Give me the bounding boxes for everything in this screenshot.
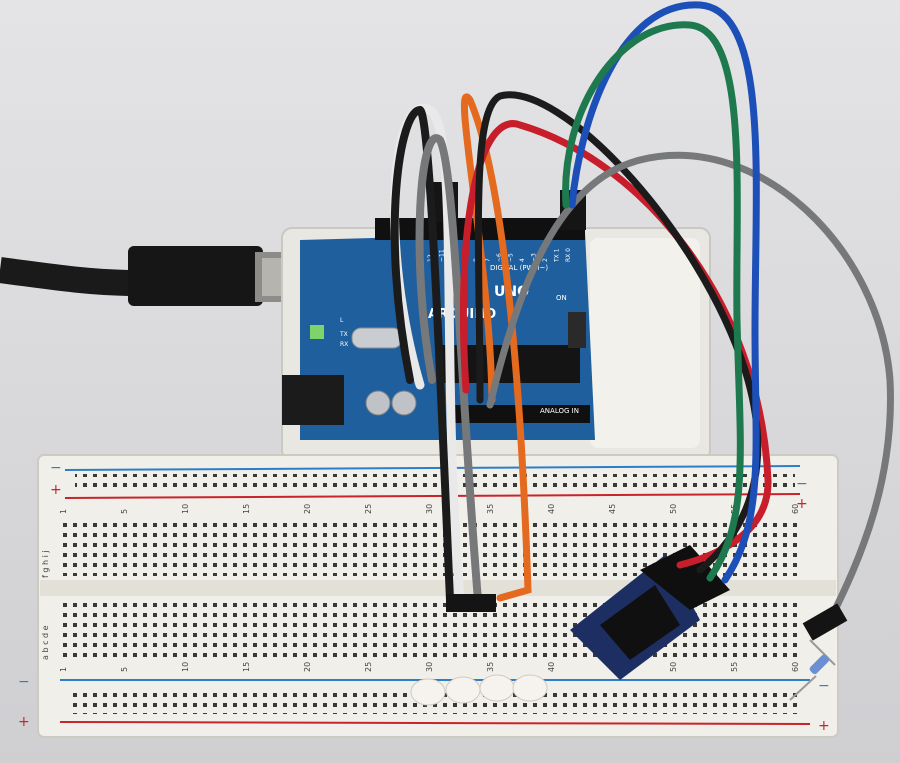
rail-minus-sign: −	[18, 674, 30, 690]
resistor	[789, 639, 836, 701]
pin-label: ~6	[496, 253, 503, 262]
dupont-connector	[446, 594, 496, 612]
icsp-header	[568, 312, 586, 348]
column-number: 10	[181, 662, 190, 672]
rail-minus-sign: −	[50, 460, 62, 476]
power-led	[310, 325, 324, 339]
column-number: 1	[59, 667, 68, 672]
wire-red	[459, 120, 772, 569]
rail-minus-sign: −	[796, 476, 808, 492]
led	[479, 674, 515, 702]
led	[512, 674, 548, 702]
column-number: 50	[669, 662, 678, 672]
column-number: 40	[547, 662, 556, 672]
column-number: 60	[791, 504, 800, 514]
analog-header-label: ANALOG IN	[540, 407, 579, 415]
wire-green	[562, 21, 744, 582]
rail-minus-sign: −	[818, 678, 830, 694]
bluetooth-module	[570, 545, 730, 680]
tx-label: TX	[339, 331, 348, 338]
wire-gray	[486, 151, 894, 624]
rail-plus-sign: +	[18, 714, 30, 730]
column-number: 30	[425, 504, 434, 514]
column-number: 25	[364, 662, 373, 672]
pin-label: 7	[485, 258, 492, 262]
column-number: 15	[242, 504, 251, 514]
module-header	[640, 545, 730, 610]
column-number: 25	[364, 504, 373, 514]
power-jack	[282, 375, 344, 425]
column-number: 50	[669, 504, 678, 514]
rail-plus-sign: +	[818, 718, 830, 734]
capacitor	[391, 390, 417, 416]
dupont-connector	[802, 603, 848, 641]
column-number: 30	[425, 662, 434, 672]
column-number: 35	[486, 662, 495, 672]
digital-header-label: DIGITAL (PWM~)	[490, 264, 548, 272]
column-number: 15	[242, 662, 251, 672]
pin-label: 2	[542, 258, 549, 262]
column-number: 5	[120, 667, 129, 672]
wire-black	[390, 105, 454, 604]
column-number: 60	[791, 662, 800, 672]
rx-label: RX	[340, 341, 348, 348]
pin-label: ~11	[439, 249, 446, 262]
pin-label: ~5	[508, 253, 515, 262]
row-letters-bottom: a b c d e	[41, 625, 50, 660]
pin-label: TX 1	[554, 248, 561, 263]
l-label: L	[340, 317, 344, 324]
crystal	[351, 327, 403, 349]
column-number: 55	[730, 662, 739, 672]
jumper-wires	[390, 1, 894, 624]
on-label: ON	[556, 294, 567, 302]
led	[445, 676, 481, 704]
column-number: 10	[181, 504, 190, 514]
rail-plus-sign: +	[796, 496, 808, 512]
capacitor	[365, 390, 391, 416]
column-number: 20	[303, 504, 312, 514]
column-number: 5	[120, 509, 129, 514]
led	[410, 678, 446, 706]
column-number: 40	[547, 504, 556, 514]
column-number: 45	[608, 504, 617, 514]
wire-blue	[568, 1, 760, 584]
column-number: 20	[303, 662, 312, 672]
pin-label: ~3	[531, 253, 538, 262]
column-number: 35	[486, 504, 495, 514]
row-letters-top: f g h i j	[41, 550, 50, 578]
column-number: 1	[59, 509, 68, 514]
wire-gray	[415, 134, 482, 604]
pin-label: 4	[519, 258, 526, 262]
rail-plus-sign: +	[50, 482, 62, 498]
led-row	[410, 674, 548, 706]
pin-label: RX 0	[565, 248, 572, 262]
